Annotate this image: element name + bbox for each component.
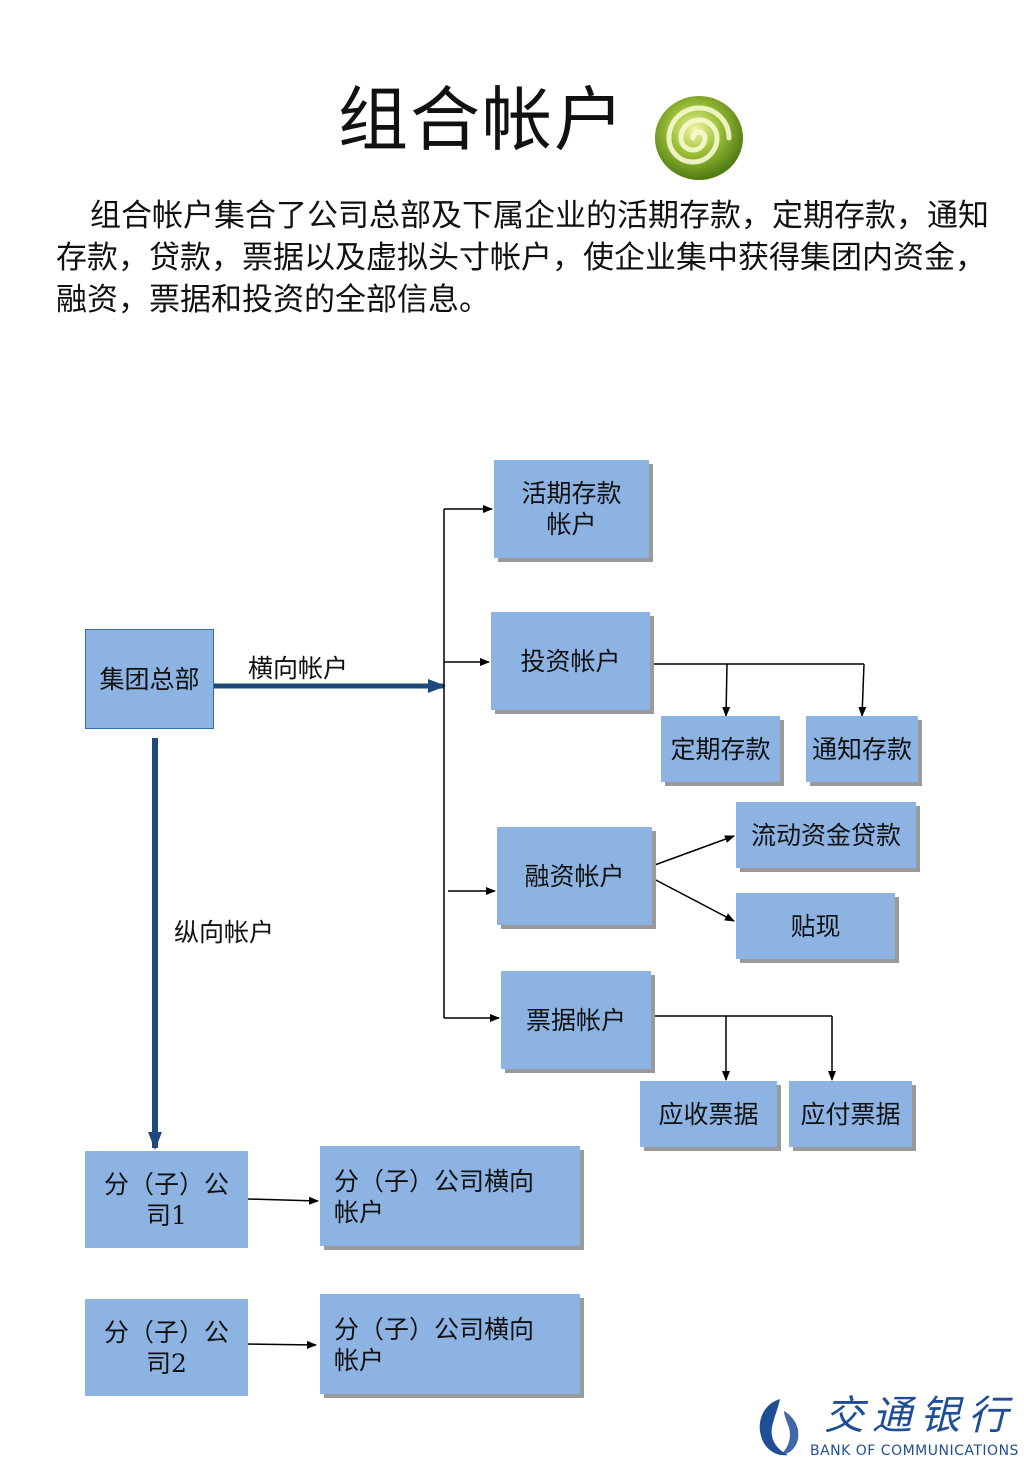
subsidiary-1-account-box: 分（子）公司横向帐户 <box>320 1146 580 1246</box>
subsidiary-2-account-box: 分（子）公司横向帐户 <box>320 1294 580 1394</box>
investment-account-box: 投资帐户 <box>491 612 650 710</box>
fixed-deposit-box: 定期存款 <box>661 716 780 782</box>
green-swirl-icon <box>655 96 743 180</box>
payable-bills-box: 应付票据 <box>789 1081 912 1147</box>
financing-account-box: 融资帐户 <box>497 827 652 925</box>
page-title: 组合帐户 <box>338 79 626 161</box>
bank-logo-chinese: 交通银行 <box>824 1393 1016 1439</box>
bank-logo-icon <box>759 1399 799 1456</box>
vertical-account-label: 纵向帐户 <box>174 918 275 947</box>
current-deposit-account-box: 活期存款帐户 <box>494 460 649 558</box>
discount-box: 贴现 <box>736 893 895 959</box>
receivable-bills-box: 应收票据 <box>640 1081 777 1147</box>
bank-logo-english: BANK OF COMMUNICATIONS <box>810 1443 1019 1459</box>
subsidiary-2-box: 分（子）公司2 <box>85 1299 248 1396</box>
working-capital-loan-box: 流动资金贷款 <box>736 802 916 868</box>
notice-deposit-box: 通知存款 <box>806 716 918 782</box>
hq-box: 集团总部 <box>85 629 214 729</box>
horizontal-account-label: 横向帐户 <box>248 654 349 683</box>
bill-account-box: 票据帐户 <box>501 971 651 1069</box>
intro-paragraph: 组合帐户集合了公司总部及下属企业的活期存款，定期存款，通知存款，贷款，票据以及虚… <box>56 198 989 318</box>
subsidiary-1-box: 分（子）公司1 <box>85 1151 248 1248</box>
